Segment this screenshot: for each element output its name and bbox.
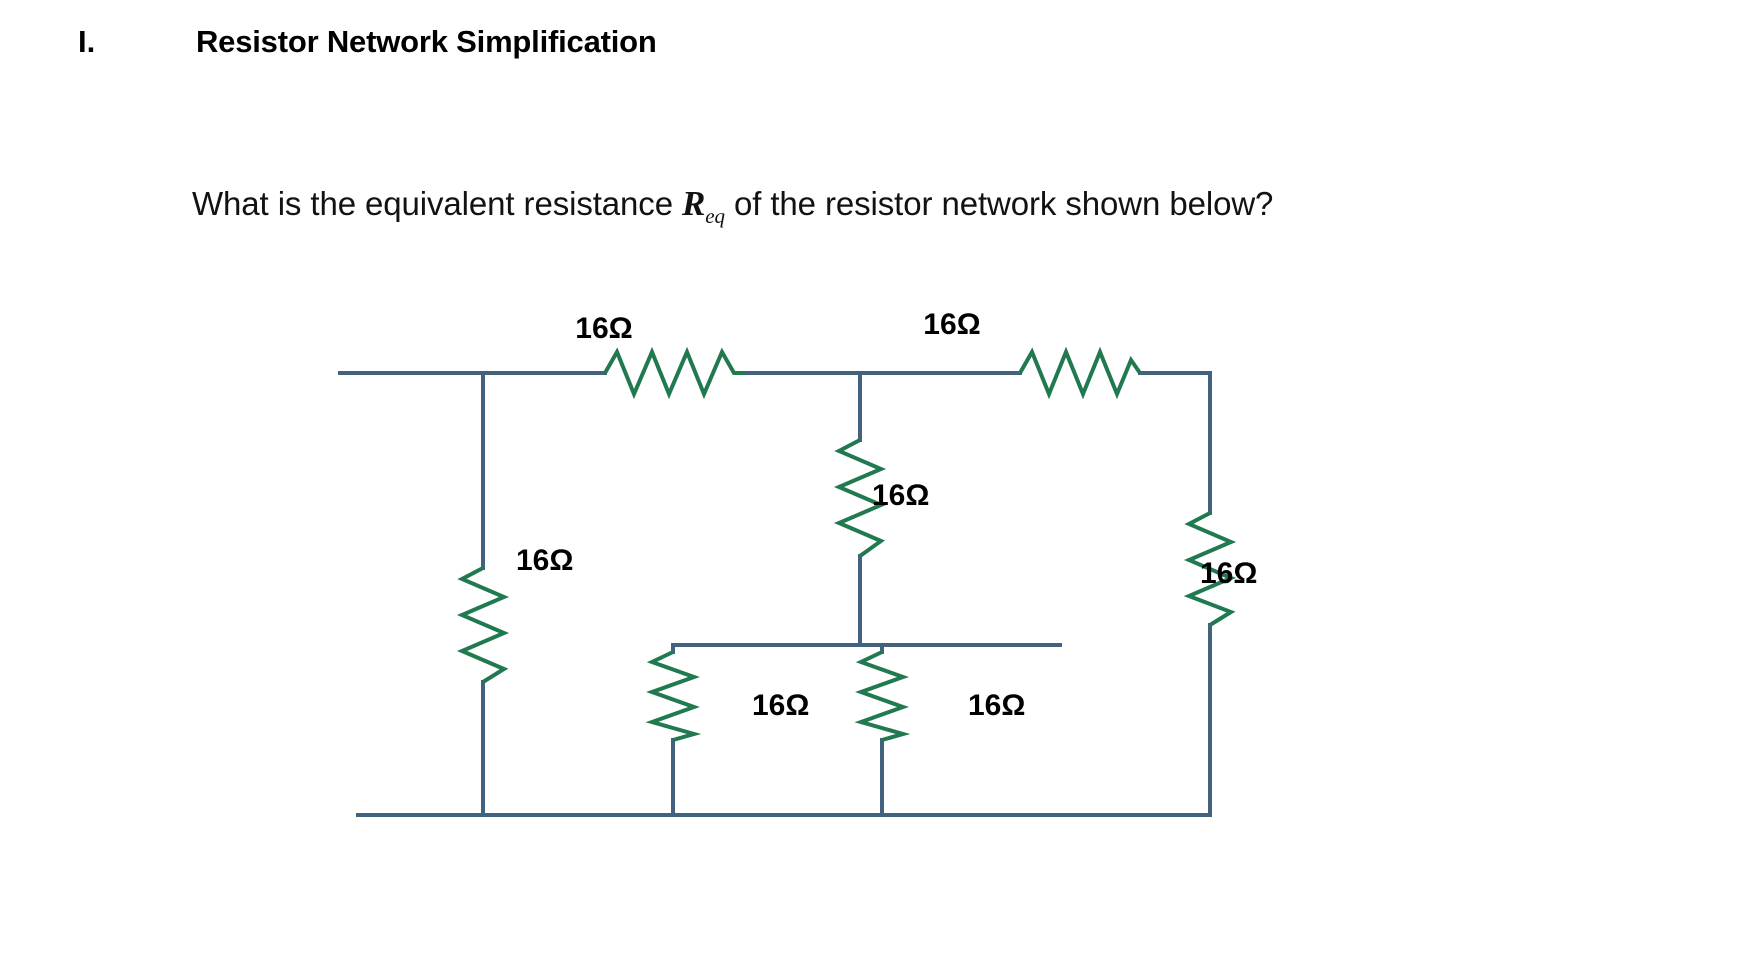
- r-right-branch-symbol: [1183, 511, 1237, 627]
- r-middle-branch-symbol: [833, 438, 887, 558]
- page-title: Resistor Network Simplification: [196, 24, 657, 59]
- r-middle-branch-label: 16Ω: [872, 479, 929, 512]
- question-text-before: What is the equivalent resistance: [192, 185, 683, 222]
- r-top-left-label: 16Ω: [575, 312, 632, 345]
- symbol-req: Req: [682, 184, 725, 228]
- r-top-right-symbol: [1018, 346, 1142, 400]
- r-bottom-left-symbol: [645, 650, 702, 742]
- r-bottom-left-label: 16Ω: [752, 689, 809, 722]
- heading-number: I.: [78, 24, 96, 59]
- resistor-symbol-group: [456, 346, 1237, 742]
- resistor-label-group: 16Ω 16Ω 16Ω 16Ω 16Ω 16Ω 16Ω: [516, 308, 1257, 722]
- question-text-after: of the resistor network shown below?: [724, 185, 1274, 222]
- question-text: What is the equivalent resistance Req of…: [192, 184, 1274, 228]
- r-left-branch-symbol: [456, 566, 510, 684]
- r-left-branch-label: 16Ω: [516, 544, 573, 577]
- r-bottom-right-label: 16Ω: [968, 689, 1025, 722]
- symbol-req-main: R: [682, 184, 706, 223]
- r-bottom-right-symbol: [854, 650, 911, 742]
- r-right-branch-label: 16Ω: [1200, 557, 1257, 590]
- wire-group: [338, 371, 1212, 817]
- symbol-req-subscript: eq: [705, 204, 725, 228]
- r-top-left-symbol: [603, 346, 745, 400]
- r-top-right-label: 16Ω: [923, 308, 980, 341]
